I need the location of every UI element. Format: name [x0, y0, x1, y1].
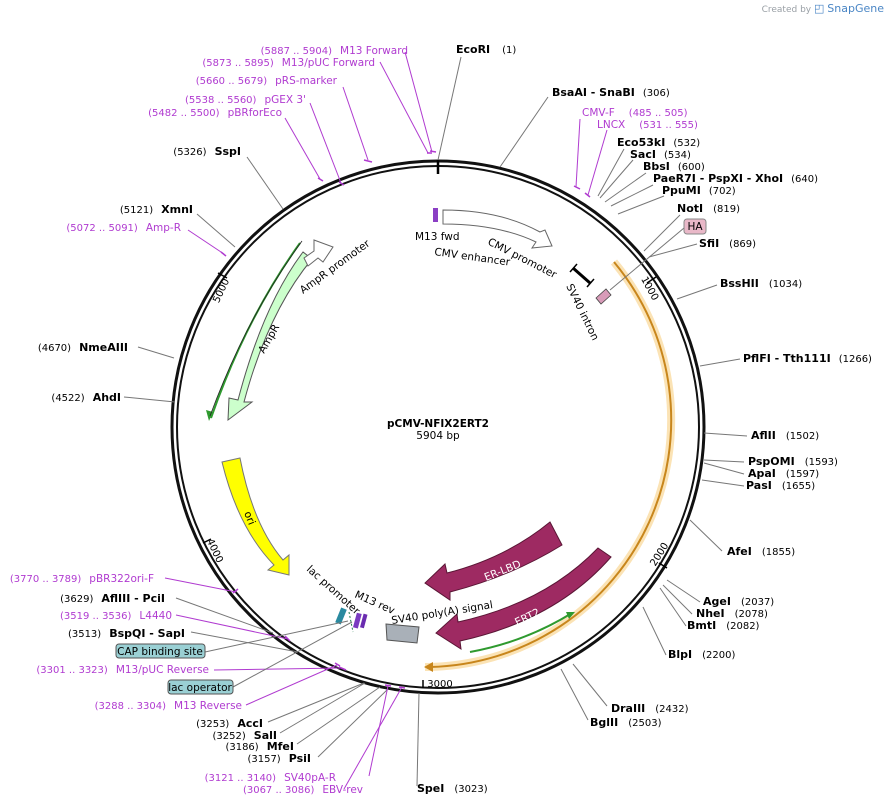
ampr-arrow [227, 251, 313, 422]
enzyme-eco53ki: Eco53kI(532) [617, 136, 700, 149]
lac-operator-box [167, 679, 234, 695]
enzyme-labels-left: (3157)PsiI (3186)MfeI (3252)SalI (3253)A… [38, 145, 311, 765]
tick-2000: 2000 [648, 541, 671, 569]
enzyme-bsshii: BssHII(1034) [720, 277, 802, 290]
ha-tag-arrow [595, 288, 612, 305]
enzyme-ppumi: PpuMI(702) [662, 184, 736, 197]
primer-m13-puc-forward: (5873 .. 5895)M13/pUC Forward [202, 57, 375, 69]
ori-arrow [221, 457, 290, 576]
primer-pbrforeco: (5482 .. 5500)pBRforEco [148, 107, 282, 119]
enzyme-labels-right: EcoRI(1) BsaAI - SnaBI(306) Eco53kI(532)… [417, 43, 872, 795]
enzyme-apai: ApaI(1597) [748, 467, 819, 480]
primer-prs-marker: (5660 .. 5679)pRS-marker [196, 75, 338, 87]
snapgene-credit: Created by ◰ SnapGene [762, 2, 884, 15]
primer-ebv-rev: (3067 .. 3086)EBV-rev [243, 784, 363, 796]
ampr-promoter-label: AmpR promoter [298, 237, 373, 296]
primer-pgex3: (5538 .. 5560)pGEX 3' [185, 94, 306, 106]
primer-amp-r: (5072 .. 5091)Amp-R [66, 222, 181, 234]
credit-prefix: Created by [761, 5, 812, 15]
enzyme-afei: AfeI(1855) [727, 545, 795, 558]
feature-leaders [204, 227, 685, 688]
er-lbd-arrow [424, 521, 563, 601]
enzyme-paer7i: PaeR7I - PspXI - XhoI(640) [653, 172, 818, 185]
enzyme-mfei: (3186)MfeI [225, 740, 294, 753]
m13fwd-feature [433, 208, 438, 222]
enzyme-agei: AgeI(2037) [703, 595, 774, 608]
primer-m13-forward: (5887 .. 5904)M13 Forward [261, 45, 408, 57]
cap-site-box [115, 643, 206, 659]
primer-cmv-f: CMV-F(485 .. 505) [582, 107, 688, 119]
primer-sv40pa-r: (3121 .. 3140)SV40pA-R [205, 772, 336, 784]
cap-site-label: CAP binding site [117, 646, 203, 658]
enzyme-aflii: AflII(1502) [751, 429, 819, 442]
m13rev-feature [352, 612, 362, 629]
orf-arc-line [429, 261, 673, 668]
tick-label-3000: 3000 [427, 679, 452, 690]
primer-leaders [164, 51, 608, 790]
tick-5000: 5000 [211, 272, 232, 305]
enzyme-nmeaiii: (4670)NmeAIII [38, 341, 128, 354]
sv40-polya-feature [385, 623, 420, 644]
enzyme-pspomi: PspOMI(1593) [748, 455, 838, 468]
plasmid-name: pCMV-NFIX2ERT2 [387, 418, 489, 430]
ert2-arrow [435, 547, 612, 650]
ampr-arc-black [209, 240, 303, 417]
snapgene-logo-icon: ◰ [814, 2, 825, 15]
enzyme-sali: (3252)SalI [213, 729, 277, 742]
enzyme-draiii: DraIII(2432) [611, 702, 689, 715]
enzyme-pasi: PasI(1655) [746, 479, 815, 492]
cmv-enhancer-arrow [442, 209, 553, 249]
sv40-intron-label: SV40 intron [563, 282, 601, 342]
tick-3000: 3000 [422, 679, 453, 690]
m13fwd-label: M13 fwd [415, 231, 460, 243]
ha-box-label: HA [687, 221, 703, 233]
primer-pbr322ori-f: (3770 .. 3789)pBR322ori-F [10, 573, 154, 585]
ori-label: ori [241, 510, 257, 527]
enzyme-leaders [123, 56, 748, 787]
enzyme-bmti: BmtI(2082) [687, 619, 760, 632]
enzyme-bsaai: BsaAI - SnaBI(306) [552, 86, 670, 99]
enzyme-psii: (3157)PsiI [247, 752, 311, 765]
enzyme-saci: SacI(534) [630, 148, 691, 161]
enzyme-nhei: NheI(2078) [696, 607, 768, 620]
enzyme-bspqi: (3513)BspQI - SapI [68, 627, 185, 640]
enzyme-acci: (3253)AccI [196, 717, 263, 730]
orf-arc-arrowhead [424, 662, 433, 672]
lac-operator-label: lac operator [168, 682, 232, 694]
ampr-promoter-arrow [303, 239, 334, 267]
primer-labels: (5887 .. 5904)M13 Forward (5873 .. 5895)… [10, 45, 698, 796]
sv40-intron-bar [572, 266, 591, 285]
primer-l4440: (3519 .. 3536)L4440 [60, 610, 172, 622]
lac-promoter-label: lac promoter [304, 563, 362, 617]
primer-lncx: LNCX(531 .. 555) [597, 119, 698, 131]
credit-brand: SnapGene [827, 2, 884, 15]
enzyme-pflfi: PflFI - Tth111I(1266) [743, 352, 872, 365]
ert2-orf-line [469, 612, 573, 653]
enzyme-blpi: BlpI(2200) [668, 648, 735, 661]
primer-marks [220, 150, 591, 689]
enzyme-afliii: (3629)AflIII - PciI [60, 592, 165, 605]
enzyme-sfii: SfiI(869) [699, 237, 756, 250]
enzyme-bglii: BglII(2503) [590, 716, 662, 729]
enzyme-ahdi: (4522)AhdI [51, 391, 121, 404]
tick-label-2000: 2000 [648, 541, 671, 568]
enzyme-sspi: (5326)SspI [173, 145, 241, 158]
enzyme-xmni: (5121)XmnI [120, 203, 193, 216]
enzyme-bbsi: BbsI(600) [643, 160, 705, 173]
primer-m13-reverse: (3288 .. 3304)M13 Reverse [95, 700, 242, 712]
enzyme-spei: SpeI(3023) [417, 782, 488, 795]
lac-promoter-feature [335, 607, 347, 625]
primer-m13-puc-reverse: (3301 .. 3323)M13/pUC Reverse [36, 664, 209, 676]
enzyme-ecori: EcoRI(1) [456, 43, 516, 56]
tick-4000: 4000 [202, 537, 225, 565]
enzyme-noti: NotI(819) [677, 202, 740, 215]
ha-box [683, 218, 707, 235]
m13rev-label: M13 rev [353, 589, 397, 617]
plasmid-size: 5904 bp [416, 430, 460, 442]
